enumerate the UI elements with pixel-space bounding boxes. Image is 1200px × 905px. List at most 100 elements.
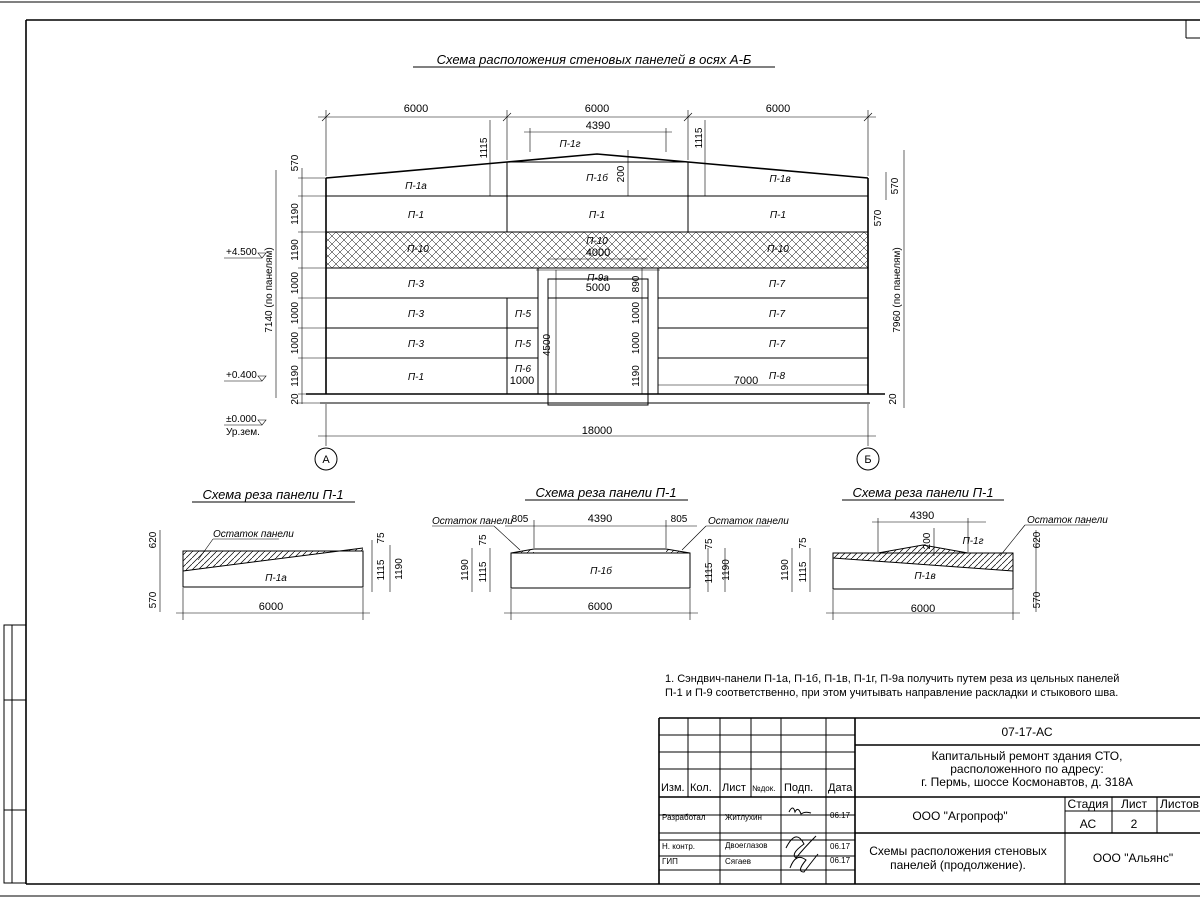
panel-label: П-5 [515,339,532,350]
dim-text: 4390 [588,513,612,525]
stamp-header: Кол. [690,782,712,794]
panel-label: П-1 [408,210,424,221]
dim-text: 620 [148,531,159,548]
panel-label: П-8 [769,371,786,382]
dim-text: 1115 [376,559,387,580]
level-mark: +0.400 [226,370,257,381]
axis-label: Б [864,454,871,466]
dim-text: 6000 [404,103,428,115]
project-line: Капитальный ремонт здания СТО, [932,749,1123,763]
dim-text: 1190 [394,558,405,580]
main-title: Схема расположения стеновых панелей в ос… [437,52,752,67]
dim-text: 4390 [586,120,610,132]
dim-text: 6000 [585,103,609,115]
stamp-role: ГИП [662,857,678,866]
panel-label: П-7 [769,339,786,350]
panel-label: П-1 [408,372,424,383]
axis-label: А [322,454,330,466]
dim-text: 1190 [290,239,301,261]
panel-label: П-10 [767,244,789,255]
dim-text: 75 [798,537,809,549]
cut-title: Схема реза панели П-1 [202,487,343,502]
panel-label: П-1б [590,565,612,577]
axis-marker [856,447,880,471]
signature [785,835,817,859]
document-code: 07-17-АС [1001,725,1052,739]
dim-text: 20 [290,393,301,405]
dim-text: 570 [873,209,884,226]
panel-label: П-5 [515,309,532,320]
ground-label: Ур.зем. [226,427,260,438]
dim-text: 4500 [542,333,553,356]
level-mark: +4.500 [226,247,257,258]
panel-label: П-1в [914,571,935,582]
dim-text: 7960 (по панелям) [892,247,903,332]
panel-label: П-10 [586,236,608,247]
axis-marker [314,447,338,471]
note-line: П-1 и П-9 соответственно, при этом учиты… [665,687,1118,699]
dim-text: 4390 [910,510,934,522]
panel-label: П-1а [265,573,287,584]
cut-title: Схема реза панели П-1 [535,485,676,500]
stamp-name: Житлухин [725,813,762,822]
customer-company: ООО "Альянс" [1093,851,1173,865]
dim-text: 1000 [290,301,301,324]
panel-label: П-10 [407,244,429,255]
level-mark: ±0.000 [226,414,257,425]
cut-title: Схема реза панели П-1 [852,485,993,500]
panel-label: П-3 [408,339,425,350]
dim-text: 1000 [631,301,642,324]
sheet-value: 2 [1131,817,1138,831]
developer-company: ООО "Агропроф" [912,809,1007,823]
stamp-header: Подп. [784,782,813,794]
dim-text: 6000 [588,601,612,613]
panel-label: П-1г [559,139,580,150]
dim-text: 4000 [586,247,610,259]
sheets-header: Листов [1160,797,1199,811]
dim-text: 1115 [798,561,809,582]
cut-diagram-3: Схема реза панели П-1 П-1в П-1г 4390 200… [780,485,1108,620]
title-block: 07-17-АС Капитальный ремонт здания СТО, … [658,717,1200,884]
panel-label: П-1а [405,181,427,192]
dim-text: 6000 [911,603,935,615]
stage-value: АС [1080,817,1097,831]
stamp-name: Двоеглазов [725,841,768,850]
dim-text: 570 [290,154,301,171]
dim-text: 1190 [290,203,301,225]
dim-text: 890 [631,275,642,292]
dim-text: 1115 [704,562,715,583]
remainder-label: Остаток панели [1027,515,1108,526]
dim-text: 7140 (по панелям) [264,247,275,332]
panel-label: П-1в [769,174,790,185]
stamp-date: 06.17 [830,842,851,851]
dim-text: 570 [890,177,901,194]
dim-text: 620 [1032,531,1043,548]
remainder-label: Остаток панели [708,516,789,527]
cut-diagram-1: Схема реза панели П-1 П-1а Остаток панел… [148,487,405,620]
dim-text: 1190 [780,559,791,581]
sheet-title-line: Схемы расположения стеновых [869,844,1047,858]
dim-text: 7000 [734,375,758,387]
sheet-header: Лист [1121,797,1148,811]
project-line: г. Пермь, шоссе Космонавтов, д. 318А [921,775,1133,789]
stamp-header: Лист [722,782,746,794]
panel-label: П-1б [586,172,608,184]
stamp-date: 06.17 [830,856,851,865]
dim-text: 75 [478,534,489,546]
stage-header: Стадия [1068,797,1109,811]
stamp-date: 06.17 [830,811,851,820]
dim-text: 1115 [479,137,490,158]
signature [789,853,819,873]
panel-label: П-1 [770,210,786,221]
dim-text: 1000 [290,271,301,294]
project-line: расположенного по адресу: [950,762,1104,776]
remainder-label: Остаток панели [213,529,294,540]
dim-text: 1000 [290,331,301,354]
dim-text: 1190 [290,365,301,387]
dim-text: 200 [922,532,933,549]
dim-text: 5000 [586,282,610,294]
stamp-header: Изм. [661,782,685,794]
